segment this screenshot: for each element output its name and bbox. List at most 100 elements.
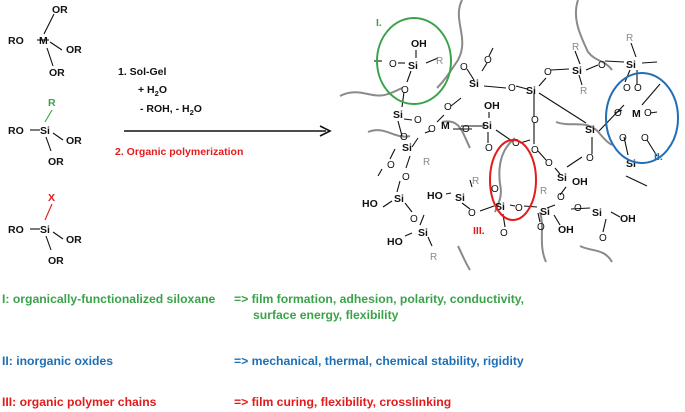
si-atom: Si	[626, 59, 636, 71]
legend-result: => mechanical, thermal, chemical stabili…	[234, 354, 524, 368]
si-atom: Si	[557, 172, 567, 184]
region-III-label: III.	[473, 225, 485, 237]
r-group: R	[540, 186, 547, 197]
r-group: R	[572, 42, 579, 53]
si-atom: Si	[585, 124, 595, 136]
o-atom: O	[428, 124, 436, 135]
organosilane-precursor: R RO Si OR OR	[8, 97, 82, 168]
byproducts: - ROH, - H2O	[140, 103, 202, 117]
o-atom: O	[512, 138, 520, 149]
oh-group: OH	[411, 38, 427, 50]
o-atom: O	[599, 233, 607, 244]
metal-atom: M	[632, 108, 641, 120]
o-atom: O	[387, 160, 395, 171]
ho-group: HO	[427, 190, 443, 202]
o-atom: O	[462, 124, 470, 135]
si-atom: Si	[469, 78, 479, 90]
or-label: OR	[66, 135, 82, 147]
si-label: Si	[40, 224, 50, 236]
o-atom: O	[468, 208, 476, 219]
siloxane-bonds	[374, 42, 661, 247]
oh-group: OH	[620, 213, 636, 225]
legend-row-II: II: inorganic oxides => mechanical, ther…	[2, 354, 524, 368]
legend-row-I: I: organically-functionalized siloxane =…	[2, 292, 524, 322]
ro-label: RO	[8, 125, 24, 137]
o-atom: O	[414, 115, 422, 126]
sol-gel-step: 1. Sol-Gel	[118, 66, 167, 78]
or-label: OR	[66, 44, 82, 56]
or-label: OR	[49, 67, 65, 79]
o-atom: O	[644, 108, 652, 119]
r-group: R	[423, 157, 430, 168]
r-group: R	[472, 176, 479, 187]
oh-group: OH	[572, 176, 588, 188]
or-label: OR	[52, 4, 68, 16]
o-atom: O	[491, 184, 499, 195]
si-atom: Si	[394, 193, 404, 205]
si-atom: Si	[455, 192, 465, 204]
si-atom: Si	[408, 60, 418, 72]
o-atom: O	[598, 60, 606, 71]
o-atom: O	[444, 102, 452, 113]
legend-row-III: III: organic polymer chains => film curi…	[2, 395, 451, 409]
o-atom: O	[401, 85, 409, 96]
legend-label: I: organically-functionalized siloxane	[2, 292, 216, 306]
o-atom: O	[641, 133, 649, 144]
organic-polymer-chains	[339, 0, 613, 271]
r-group: R	[580, 86, 587, 97]
o-atom: O	[634, 83, 642, 94]
si-atom: Si	[626, 158, 636, 170]
si-atom: Si	[572, 65, 582, 77]
x-group-label: X	[48, 192, 55, 204]
si-atom: Si	[402, 142, 412, 154]
si-atom: Si	[393, 109, 403, 121]
region-II-circle	[605, 72, 679, 164]
o-atom: O	[537, 222, 545, 233]
si-atom: Si	[592, 207, 602, 219]
si-atom: Si	[540, 206, 550, 218]
o-atom: O	[531, 115, 539, 126]
oh-group: OH	[558, 224, 574, 236]
ho-group: HO	[387, 236, 403, 248]
functional-silane-precursor: X RO Si OR OR	[8, 192, 82, 267]
o-atom: O	[402, 172, 410, 183]
ro-label: RO	[8, 224, 24, 236]
legend-label: III: organic polymer chains	[2, 395, 157, 409]
o-atom: O	[515, 203, 523, 214]
o-atom: O	[557, 192, 565, 203]
si-atom: Si	[482, 120, 492, 132]
metal-atom: M	[441, 120, 450, 132]
r-group: R	[626, 33, 633, 44]
oh-group: OH	[484, 100, 500, 112]
reaction-arrowhead	[319, 125, 332, 137]
region-I-circle	[376, 17, 452, 105]
legend-result: => film curing, flexibility, crosslinkin…	[234, 395, 452, 409]
si-atom: Si	[526, 85, 536, 97]
o-atom: O	[400, 132, 408, 143]
o-atom: O	[586, 153, 594, 164]
o-atom: O	[410, 214, 418, 225]
si-atom: Si	[418, 227, 428, 239]
si-atom: Si	[495, 201, 505, 213]
reaction-scheme: RO M OR OR OR R RO Si OR OR X RO Si OR O…	[8, 0, 679, 271]
o-atom: O	[531, 145, 539, 156]
si-label: Si	[40, 125, 50, 137]
o-atom: O	[574, 203, 582, 214]
network-atoms: Si OH O R O Si O O O Si O Si R R O Si R …	[362, 33, 652, 263]
o-atom: O	[619, 133, 627, 144]
o-atom: O	[485, 143, 493, 154]
r-group: R	[430, 252, 437, 263]
ro-label: RO	[8, 35, 24, 47]
reaction-conditions: 1. Sol-Gel + H2O - ROH, - H2O 2. Organic…	[115, 66, 332, 158]
ho-group: HO	[362, 198, 378, 210]
or-label: OR	[48, 255, 64, 267]
or-label: OR	[48, 156, 64, 168]
legend-result-cont: surface energy, flexibility	[253, 308, 399, 322]
o-atom: O	[614, 108, 622, 119]
polymerization-step: 2. Organic polymerization	[115, 146, 243, 158]
metal-alkoxide-precursor: RO M OR OR OR	[8, 4, 82, 79]
r-group-label: R	[48, 97, 56, 109]
region-I-label: I.	[376, 17, 382, 29]
o-atom: O	[500, 228, 508, 239]
metal-label: M	[39, 35, 48, 47]
